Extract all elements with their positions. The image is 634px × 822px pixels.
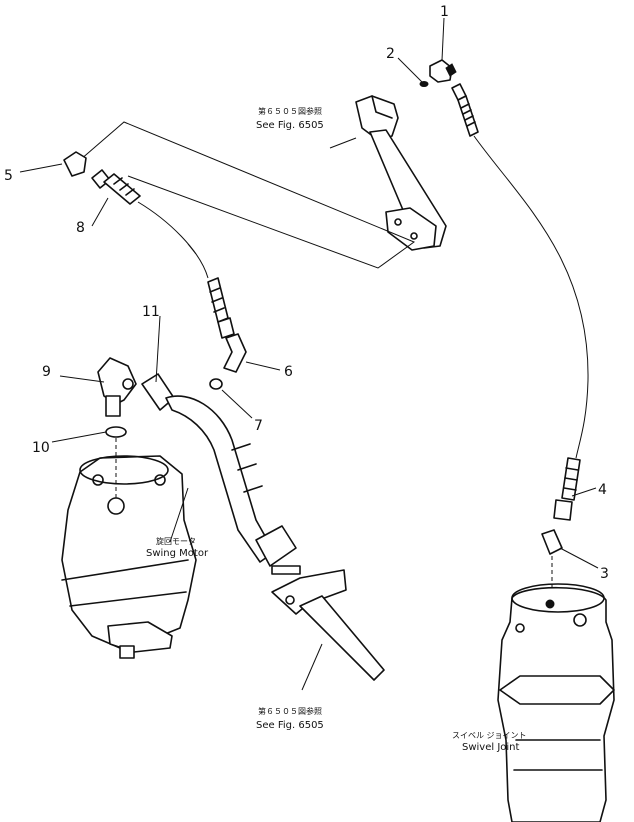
swivel-label-jp: スイベル ジョイント [452,731,527,740]
swing-motor [61,438,197,659]
swivel-label-en: Swivel Joint [462,742,520,753]
swivel-joint [497,583,615,822]
elbow-5 [63,151,87,177]
ref-bottom-en: See Fig. 6505 [256,720,324,731]
hose-4 [451,83,589,521]
callout-3: 3 [600,566,609,582]
callout-9: 9 [42,364,51,380]
elbow-fitting-1 [429,59,457,83]
callout-4: 4 [598,482,607,498]
motor-label-en: Swing Motor [146,548,209,559]
callout-7: 7 [254,418,263,434]
callout-11: 11 [142,304,160,320]
callouts: 1 2 3 4 5 6 7 8 9 10 11 [4,4,609,582]
o-ring-2 [419,81,429,87]
callout-10: 10 [32,440,50,456]
o-ring-7 [209,378,223,390]
elbow-9 [97,357,137,417]
hose-8 [91,169,235,339]
routing-line [79,121,416,269]
callout-1: 1 [440,4,449,20]
callout-6: 6 [284,364,293,380]
leader-lines [19,17,599,691]
hose-bracket-top [355,95,447,251]
callout-8: 8 [76,220,85,236]
hose-11 [141,373,301,575]
hose-bracket-bottom [271,569,385,681]
callout-5: 5 [4,168,13,184]
elbow-6 [223,333,247,373]
ref-top-en: See Fig. 6505 [256,120,324,131]
ref-bottom-jp: 第６５０５図参照 [258,706,322,716]
motor-label-jp: 旋回モータ [156,536,196,546]
labels: 第６５０５図参照 See Fig. 6505 第６５０５図参照 See Fig.… [146,106,527,753]
callout-2: 2 [386,46,395,62]
ref-top-jp: 第６５０５図参照 [258,106,322,116]
o-ring-10 [105,426,127,438]
